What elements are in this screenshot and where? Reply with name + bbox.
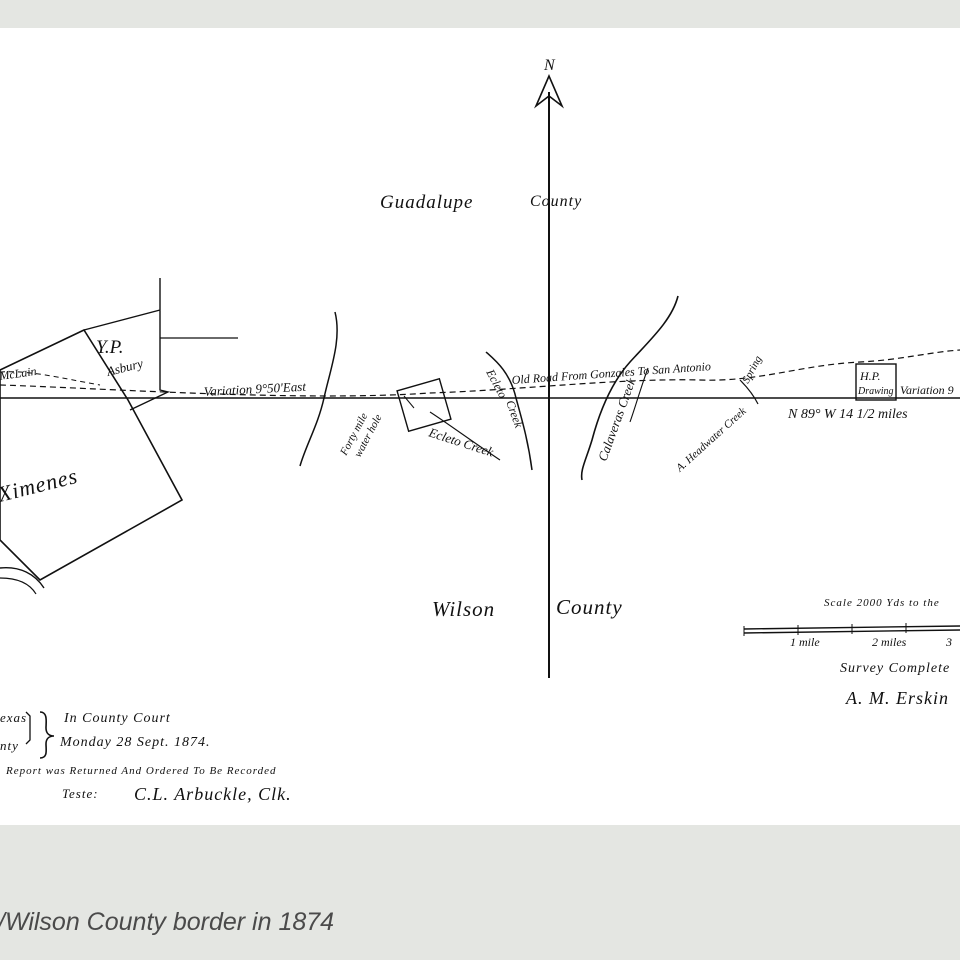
north-label: N bbox=[543, 57, 556, 74]
court-line-2: Monday 28 Sept. 1874. bbox=[59, 735, 210, 750]
variation-west-label: Variation 9°50'East bbox=[203, 379, 306, 399]
hp-label: H.P. bbox=[859, 369, 880, 383]
survey-map: N bbox=[0, 28, 960, 825]
calaveras-creek bbox=[580, 295, 679, 481]
scale-mile-1: 1 mile bbox=[790, 635, 820, 649]
ximenes-label: Ximenes bbox=[0, 463, 80, 507]
yp-label: Y.P. bbox=[96, 337, 123, 358]
calaveras-branch bbox=[629, 367, 649, 423]
calaveras-label: Calaveras Creek bbox=[595, 376, 639, 463]
ecleto-creek bbox=[485, 351, 533, 471]
old-road-label: Old Road From Gonzales To San Antonio bbox=[511, 359, 711, 387]
old-road-path bbox=[0, 349, 960, 397]
report-text: Report was Returned And Ordered To Be Re… bbox=[5, 765, 277, 777]
left-creek-b bbox=[0, 577, 37, 595]
surveyor-name: A. M. Erskin bbox=[845, 688, 949, 708]
headwater-label: A. Headwater Creek bbox=[673, 405, 749, 475]
asbury-label: Asbury bbox=[104, 355, 145, 379]
bearing-label: N 89° W 14 1/2 miles bbox=[787, 407, 908, 422]
ecleto-creek-south bbox=[429, 411, 501, 461]
court-line-1: In County Court bbox=[63, 711, 171, 726]
ecleto-label: Ecleto bbox=[483, 366, 510, 401]
state-fragment: exas bbox=[0, 710, 27, 725]
scale-title: Scale 2000 Yds to the bbox=[824, 597, 940, 609]
clerk-name: C.L. Arbuckle, Clk. bbox=[134, 784, 292, 804]
spring-label: Spring bbox=[740, 353, 765, 385]
guadalupe-label: Guadalupe bbox=[380, 192, 473, 213]
teste-label: Teste: bbox=[62, 786, 99, 801]
creek-west bbox=[299, 311, 338, 467]
survey-complete-text: Survey Complete bbox=[840, 661, 950, 676]
ximenes-tract bbox=[0, 328, 184, 581]
creek-label: Creek bbox=[503, 398, 526, 430]
scale-mile-3: 3 bbox=[945, 635, 952, 649]
county-south-label: County bbox=[556, 595, 623, 619]
scale-mile-2: 2 miles bbox=[872, 635, 907, 649]
left-brace bbox=[25, 711, 31, 745]
hp-box bbox=[855, 363, 897, 401]
scale-bar bbox=[743, 623, 960, 636]
county-north-label: County bbox=[530, 193, 582, 210]
north-arrow-icon bbox=[534, 73, 564, 109]
asbury-tract bbox=[83, 278, 171, 411]
mclain-label: McLain bbox=[0, 364, 37, 383]
hp-drawing-label: Drawing bbox=[857, 386, 894, 397]
ecleto-creek-label: Ecleto Creek bbox=[426, 424, 496, 459]
road-branch-path bbox=[0, 371, 101, 386]
water-hole-box bbox=[396, 377, 452, 433]
headwater-creek bbox=[739, 379, 759, 405]
county-fragment: nty bbox=[0, 738, 19, 753]
variation-east-label: Variation 9 bbox=[900, 383, 954, 397]
left-creek bbox=[0, 567, 45, 589]
wilson-label: Wilson bbox=[432, 597, 495, 621]
image-caption: /Wilson County border in 1874 bbox=[0, 908, 335, 936]
court-brace bbox=[39, 711, 55, 759]
